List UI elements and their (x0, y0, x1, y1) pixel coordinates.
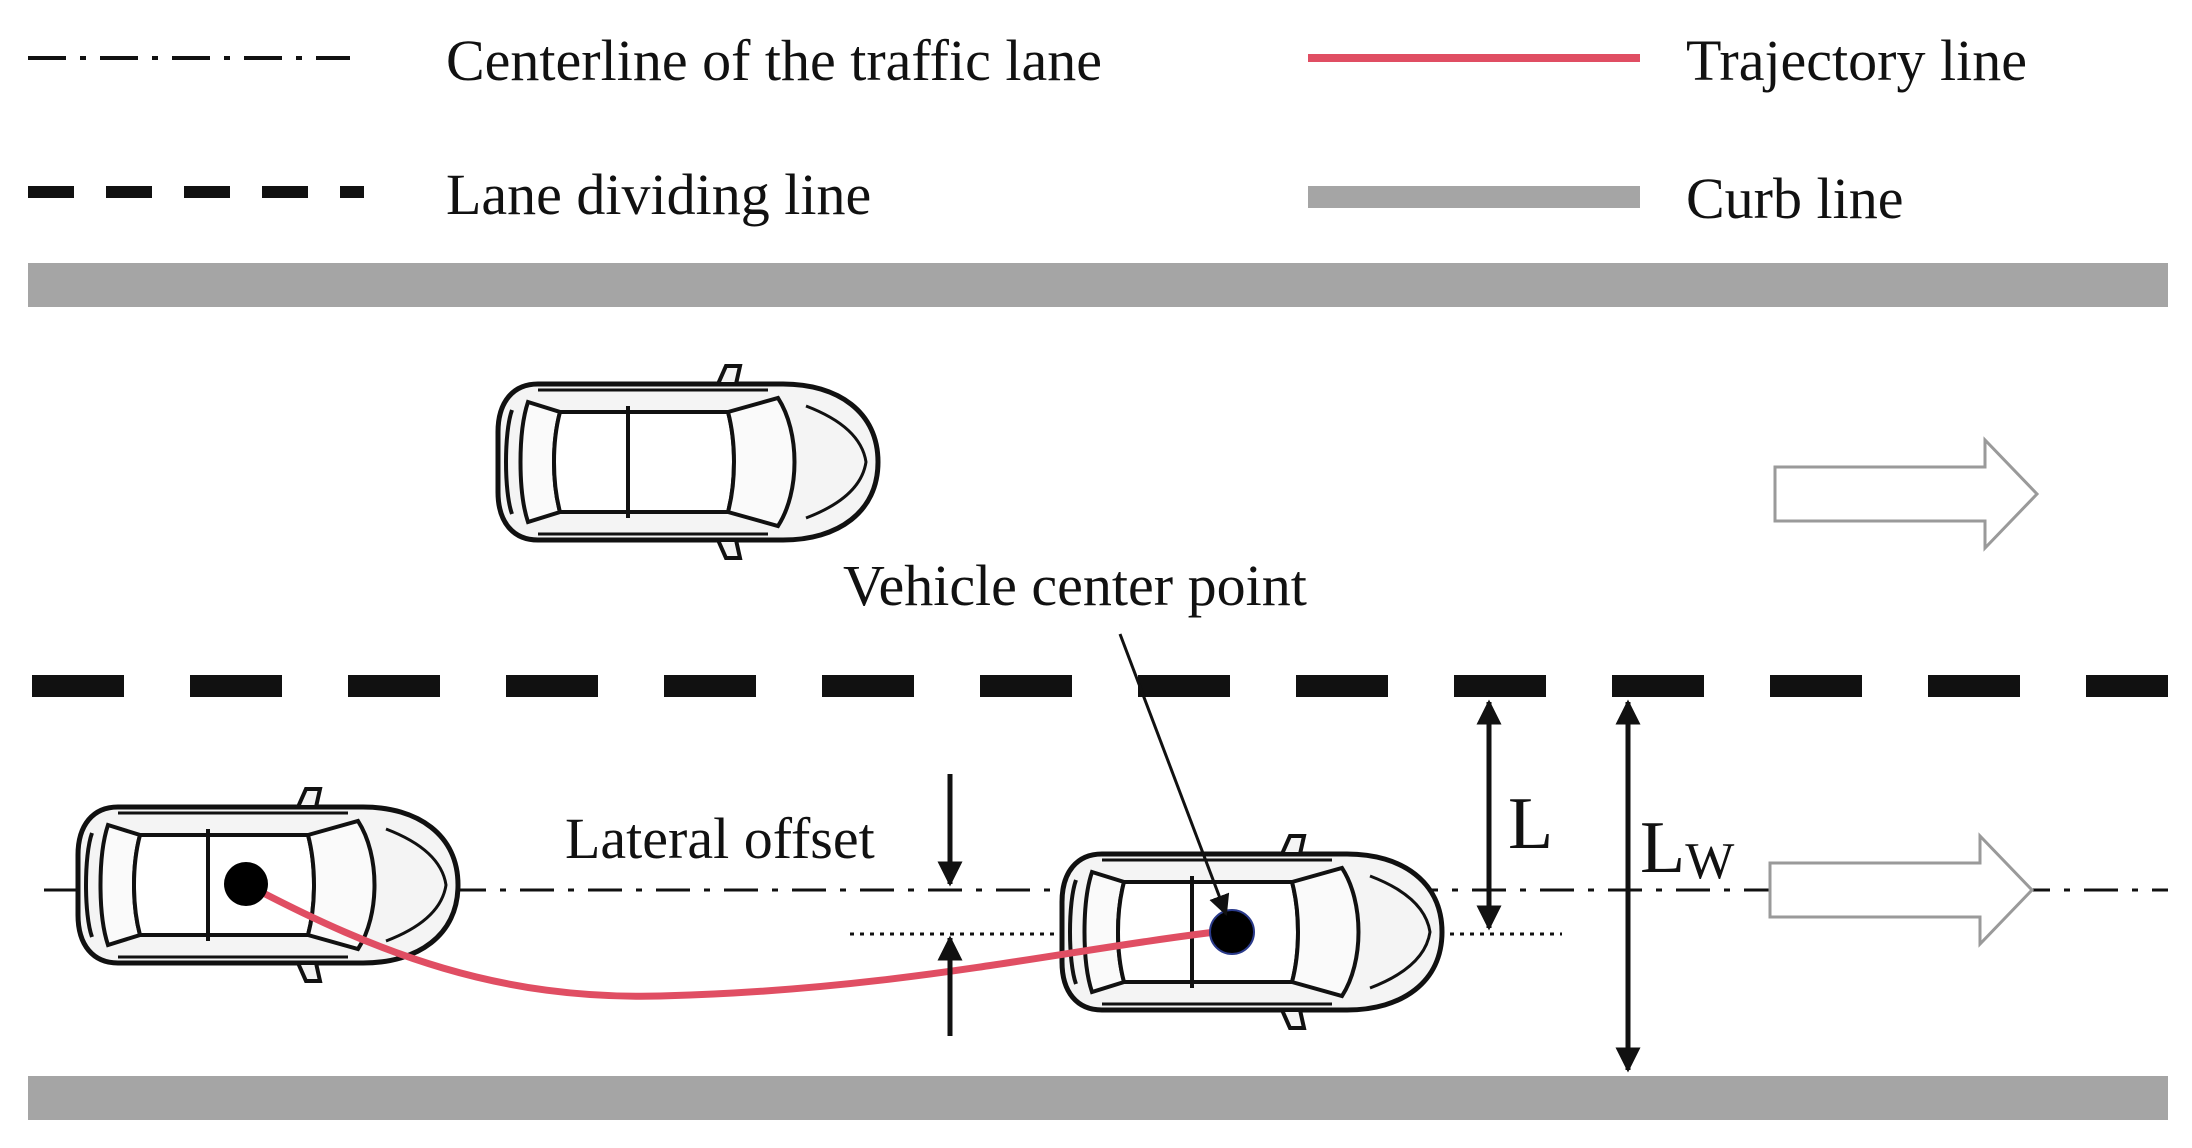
lane-width-label-subscript: W (1685, 833, 1734, 890)
trajectory-line (242, 880, 1236, 1000)
top-curb-line (28, 263, 2168, 307)
vehicle-center-point-label: Vehicle center point (843, 553, 1307, 618)
curb-legend-swatch (1308, 186, 1640, 208)
offset-dimension-label: L (1508, 783, 1553, 865)
curb-legend-label: Curb line (1686, 166, 1903, 231)
lateral-offset-label: Lateral offset (565, 806, 875, 871)
vehicle-center-point-marker (1209, 909, 1255, 955)
lane-divider-legend-label: Lane dividing line (446, 162, 871, 227)
bottom-curb-line (28, 1076, 2168, 1120)
centerline-legend-label: Centerline of the traffic lane (446, 28, 1102, 93)
lane-width-label-main: L (1640, 807, 1685, 889)
legend: Centerline of the traffic lane Trajector… (28, 28, 2027, 231)
upper-lane-direction-arrow-icon (1773, 438, 2039, 550)
lower-lane-direction-arrow-icon (1768, 834, 2034, 946)
lane-width-dimension-label: LW (1640, 807, 1734, 890)
trajectory-legend-label: Trajectory line (1686, 28, 2027, 93)
start-center-point-marker (224, 862, 268, 906)
vehicle-center-point-leader (1118, 633, 1230, 916)
car-upper-lane-icon (498, 366, 878, 558)
